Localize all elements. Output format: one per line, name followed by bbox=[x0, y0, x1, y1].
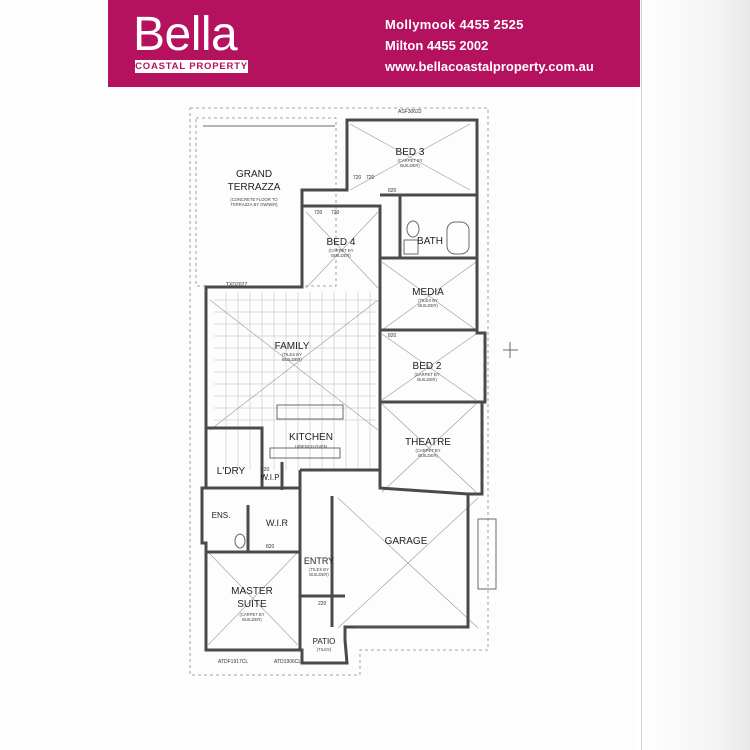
room-note-master-1: (CARPET BY bbox=[239, 612, 264, 617]
tag-door-620: 620 bbox=[261, 467, 270, 473]
room-note-entry-2: BUILDER) bbox=[309, 572, 329, 577]
room-note-bed2-1: (CARPET BY bbox=[414, 372, 439, 377]
room-label-theatre: THEATRE bbox=[405, 437, 451, 448]
tag-door-220: 220 bbox=[318, 601, 327, 607]
room-note-bed4-1: (CARPET BY bbox=[328, 248, 353, 253]
kitchen-bench bbox=[269, 447, 341, 459]
brand-logo-name: Bella bbox=[133, 8, 238, 61]
room-note-terrazza-1: (CONCRETE FLOOR TO bbox=[230, 197, 278, 202]
room-note-bed4-2: BUILDER) bbox=[331, 253, 351, 258]
room-note-master-2: BUILDER) bbox=[242, 617, 262, 622]
room-label-laundry: L'DRY bbox=[217, 466, 246, 477]
brand-logo-tagline: COASTAL PROPERTY bbox=[135, 60, 248, 73]
interior-walls bbox=[206, 193, 485, 650]
room-label-grand: GRAND bbox=[236, 169, 272, 180]
tag-asf-top: ASF30622 bbox=[398, 109, 422, 115]
room-label-wip: W.I.P bbox=[260, 473, 279, 482]
website-url: www.bellacoastalproperty.com.au bbox=[385, 59, 594, 74]
room-label-kitchen: KITCHEN bbox=[289, 432, 333, 443]
page-edge-line bbox=[641, 0, 642, 750]
room-note-bed3-2: BUILDER) bbox=[400, 163, 420, 168]
tag-door-820-bed3: 820 bbox=[388, 188, 397, 194]
tag-door-820-master: 820 bbox=[266, 544, 275, 550]
room-label-wir: W.I.R bbox=[266, 518, 288, 528]
room-note-kitchen: U/BENCH OVEN bbox=[295, 444, 327, 449]
room-note-terrazza-2: TERRAZZA BY OWNER) bbox=[230, 202, 278, 207]
room-label-family: FAMILY bbox=[275, 341, 310, 352]
kitchen-island bbox=[276, 404, 344, 420]
tag-atdf-bottom: ATDF1917CL bbox=[218, 659, 248, 665]
room-label-bath: BATH bbox=[417, 236, 443, 247]
tag-door-820-bed2: 820 bbox=[388, 333, 397, 339]
room-label-suite: SUITE bbox=[237, 599, 267, 610]
side-step bbox=[477, 518, 497, 590]
tag-atd-bottom: ATD1906CL bbox=[274, 659, 301, 665]
toilet-fixture bbox=[406, 220, 420, 238]
tag-door-720-d: 720 bbox=[331, 210, 340, 216]
room-label-ensuite: ENS. bbox=[212, 511, 231, 520]
ceiling-diagonals bbox=[207, 123, 479, 646]
ensuite-toilet-fixture bbox=[234, 533, 246, 549]
room-note-theatre-1: (CARPET BY bbox=[415, 448, 440, 453]
room-label-master: MASTER bbox=[231, 586, 273, 597]
room-label-media: MEDIA bbox=[412, 287, 444, 298]
room-note-bed2-2: BUILDER) bbox=[417, 377, 437, 382]
tag-door-720-a: 720 bbox=[353, 175, 362, 181]
phone-milton: Milton 4455 2002 bbox=[385, 38, 489, 53]
room-label-bed4: BED 4 bbox=[327, 237, 356, 248]
room-note-family-2: BUILDER) bbox=[282, 357, 302, 362]
room-note-entry-1: (TILES BY bbox=[309, 567, 329, 572]
room-note-patio: (TILES) bbox=[317, 647, 332, 652]
room-label-bed2: BED 2 bbox=[413, 361, 442, 372]
room-note-media-1: (TILES BY bbox=[418, 298, 438, 303]
bathtub-fixture bbox=[446, 221, 470, 255]
room-label-entry: ENTRY bbox=[304, 556, 334, 566]
room-note-family-1: (TILES BY bbox=[282, 352, 302, 357]
page-edge-shadow bbox=[638, 0, 750, 750]
basin-fixture bbox=[403, 239, 419, 255]
room-note-bed3-1: (CARPET BY bbox=[397, 158, 422, 163]
tag-door-720-c: 720 bbox=[314, 210, 323, 216]
phone-mollymook: Mollymook 4455 2525 bbox=[385, 17, 524, 32]
room-label-bed3: BED 3 bbox=[396, 147, 425, 158]
room-label-terrazza: TERRAZZA bbox=[228, 182, 281, 193]
room-label-garage: GARAGE bbox=[385, 536, 428, 547]
room-note-media-2: BUILDER) bbox=[418, 303, 438, 308]
tag-door-720-b: 720 bbox=[366, 175, 375, 181]
tag-txd-terrace: TXD2027 bbox=[226, 282, 247, 288]
lot-boundary bbox=[189, 107, 489, 676]
room-note-theatre-2: BUILDER) bbox=[418, 453, 438, 458]
room-label-patio: PATIO bbox=[313, 637, 336, 646]
outer-walls bbox=[200, 118, 487, 665]
